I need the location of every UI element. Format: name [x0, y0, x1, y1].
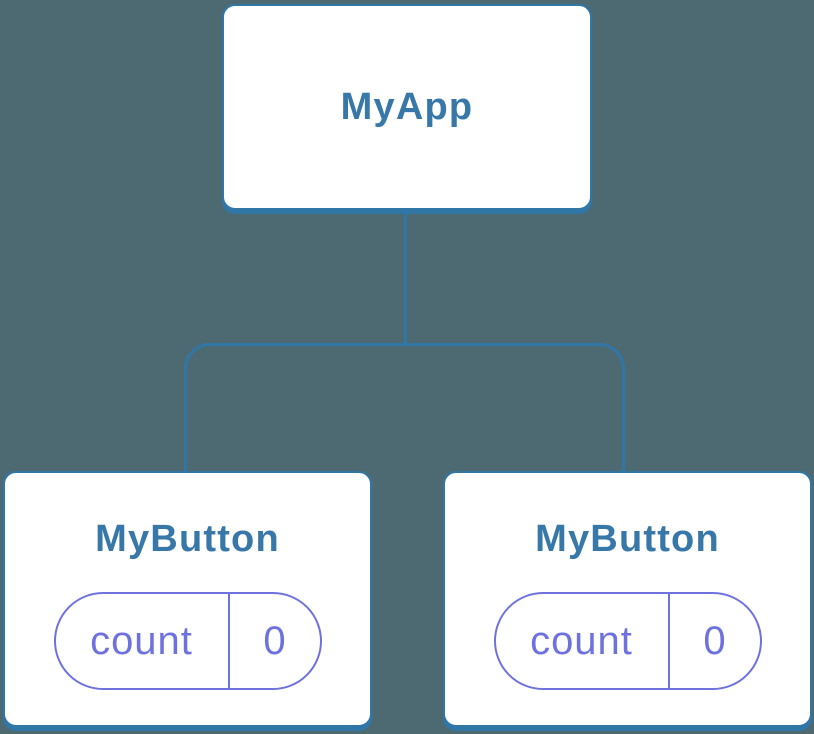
connector-root-line	[404, 208, 407, 346]
connector-branch-bracket	[184, 343, 625, 475]
state-key-label: count	[496, 594, 670, 688]
state-pill-child-2: count 0	[493, 592, 762, 690]
state-key-label: count	[56, 594, 230, 688]
component-node-root: MyApp	[222, 4, 592, 210]
state-value: 0	[263, 618, 286, 663]
component-label-child-2: MyButton	[535, 518, 720, 560]
component-node-child-2: MyButton count 0	[443, 471, 812, 727]
component-node-child-1: MyButton count 0	[3, 471, 372, 727]
component-label-root: MyApp	[340, 86, 474, 128]
component-label-child-1: MyButton	[95, 518, 280, 560]
state-value: 0	[703, 618, 726, 663]
state-pill-child-1: count 0	[53, 592, 322, 690]
